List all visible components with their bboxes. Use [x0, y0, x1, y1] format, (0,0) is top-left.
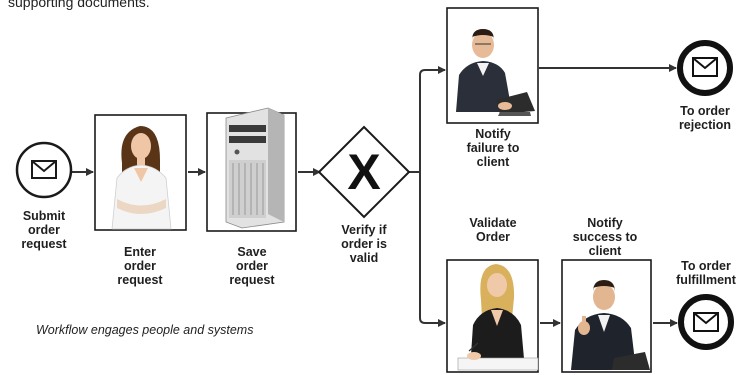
label-enter-order-request: Enter order request	[117, 245, 163, 287]
label-save-order-request: Save order request	[229, 245, 275, 287]
label-to-order-rejection: To order rejection	[678, 104, 732, 132]
end-event-rejection	[677, 40, 733, 96]
save-order-server-box	[206, 107, 297, 232]
woman-desk-illustration	[457, 264, 539, 371]
label-notify-failure: Notify failure to client	[466, 127, 520, 169]
envelope-icon	[692, 57, 718, 77]
label-validate-order: Validate Order	[469, 216, 517, 244]
start-event	[15, 141, 73, 199]
man-laptop-illustration	[456, 29, 535, 116]
server-illustration	[225, 107, 285, 229]
notify-failure-person-box	[446, 7, 539, 124]
label-notify-success: Notify success to client	[572, 216, 638, 258]
caption: Workflow engages people and systems	[36, 323, 254, 337]
notify-success-person-box	[561, 259, 652, 373]
validate-order-person-box	[446, 259, 539, 373]
connectors	[70, 64, 678, 327]
envelope-icon	[693, 312, 719, 332]
label-submit-order-request: Submit order request	[21, 209, 67, 251]
label-to-order-fulfillment: To order fulfillment	[676, 259, 736, 287]
exclusive-gateway: X	[317, 125, 411, 219]
end-event-fulfillment	[678, 294, 734, 350]
label-verify-order-valid: Verify if order is valid	[341, 223, 387, 265]
gateway-symbol: X	[347, 144, 380, 200]
header-fragment: supporting documents.	[8, 0, 150, 10]
enter-order-person-box	[94, 114, 187, 231]
woman-illustration	[111, 126, 172, 230]
envelope-icon	[31, 160, 57, 179]
arrow-verify-to-validate	[419, 172, 446, 327]
man-thumbs-up-illustration	[571, 280, 650, 370]
arrow-verify-to-failure	[407, 66, 446, 173]
